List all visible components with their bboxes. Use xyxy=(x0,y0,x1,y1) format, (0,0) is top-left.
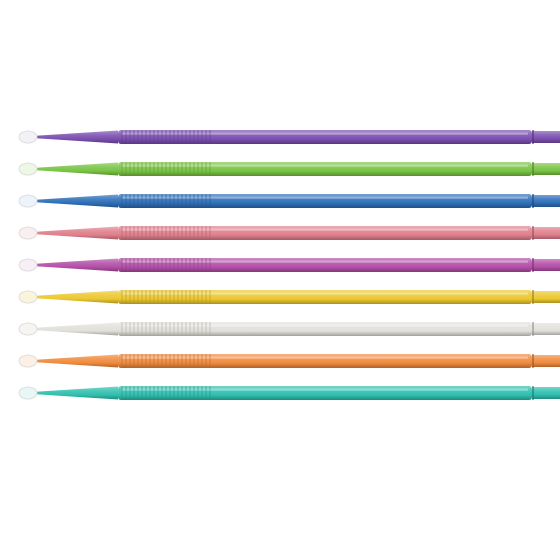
applicator-fiber-tip xyxy=(18,130,38,144)
applicator-blue xyxy=(18,194,560,208)
handle-highlight xyxy=(122,228,528,231)
applicator-fiber-tip xyxy=(18,386,38,400)
handle-highlight xyxy=(122,356,528,359)
applicator-fiber-tip xyxy=(18,354,38,368)
applicator-neck xyxy=(36,194,118,208)
applicator-fiber-tip xyxy=(18,290,38,304)
applicator-bend-point xyxy=(532,227,560,239)
applicator-bend-point xyxy=(532,195,560,207)
applicator-grip-ribs xyxy=(121,130,211,144)
applicator-white xyxy=(18,322,560,336)
handle-highlight xyxy=(122,132,528,135)
applicator-green xyxy=(18,162,560,176)
applicator-handle xyxy=(118,386,532,400)
applicator-grip-ribs xyxy=(121,386,211,400)
applicator-yellow xyxy=(18,290,560,304)
applicator-bend-point xyxy=(532,355,560,367)
handle-highlight xyxy=(122,388,528,391)
applicator-bend-point xyxy=(532,131,560,143)
applicator-handle xyxy=(118,162,532,176)
applicator-bend-point xyxy=(532,259,560,271)
applicator-grip-ribs xyxy=(121,290,211,304)
applicator-neck xyxy=(36,322,118,336)
applicator-fiber-tip xyxy=(18,226,38,240)
applicator-neck xyxy=(36,354,118,368)
applicator-fiber-tip xyxy=(18,322,38,336)
applicator-magenta xyxy=(18,258,560,272)
applicator-group xyxy=(18,130,560,400)
handle-highlight xyxy=(122,164,528,167)
applicator-grip-ribs xyxy=(121,226,211,240)
applicator-bend-point xyxy=(532,163,560,175)
applicator-handle xyxy=(118,226,532,240)
handle-highlight xyxy=(122,196,528,199)
applicator-neck xyxy=(36,226,118,240)
applicator-neck xyxy=(36,386,118,400)
applicator-handle xyxy=(118,194,532,208)
applicator-neck xyxy=(36,130,118,144)
handle-highlight xyxy=(122,260,528,263)
applicator-handle xyxy=(118,130,532,144)
applicator-handle xyxy=(118,354,532,368)
applicator-grip-ribs xyxy=(121,194,211,208)
applicator-grip-ribs xyxy=(121,354,211,368)
applicator-bend-point xyxy=(532,387,560,399)
applicator-orange xyxy=(18,354,560,368)
applicator-handle xyxy=(118,258,532,272)
applicator-neck xyxy=(36,290,118,304)
applicator-fiber-tip xyxy=(18,162,38,176)
applicator-neck xyxy=(36,162,118,176)
applicator-teal xyxy=(18,386,560,400)
applicator-bend-point xyxy=(532,291,560,303)
applicator-neck xyxy=(36,258,118,272)
applicator-purple xyxy=(18,130,560,144)
handle-highlight xyxy=(122,324,528,327)
applicator-grip-ribs xyxy=(121,258,211,272)
applicator-fiber-tip xyxy=(18,194,38,208)
applicator-bend-point xyxy=(532,323,560,335)
applicator-handle xyxy=(118,322,532,336)
applicator-pink xyxy=(18,226,560,240)
applicator-grip-ribs xyxy=(121,322,211,336)
applicator-grip-ribs xyxy=(121,162,211,176)
applicator-fiber-tip xyxy=(18,258,38,272)
handle-highlight xyxy=(122,292,528,295)
applicator-handle xyxy=(118,290,532,304)
